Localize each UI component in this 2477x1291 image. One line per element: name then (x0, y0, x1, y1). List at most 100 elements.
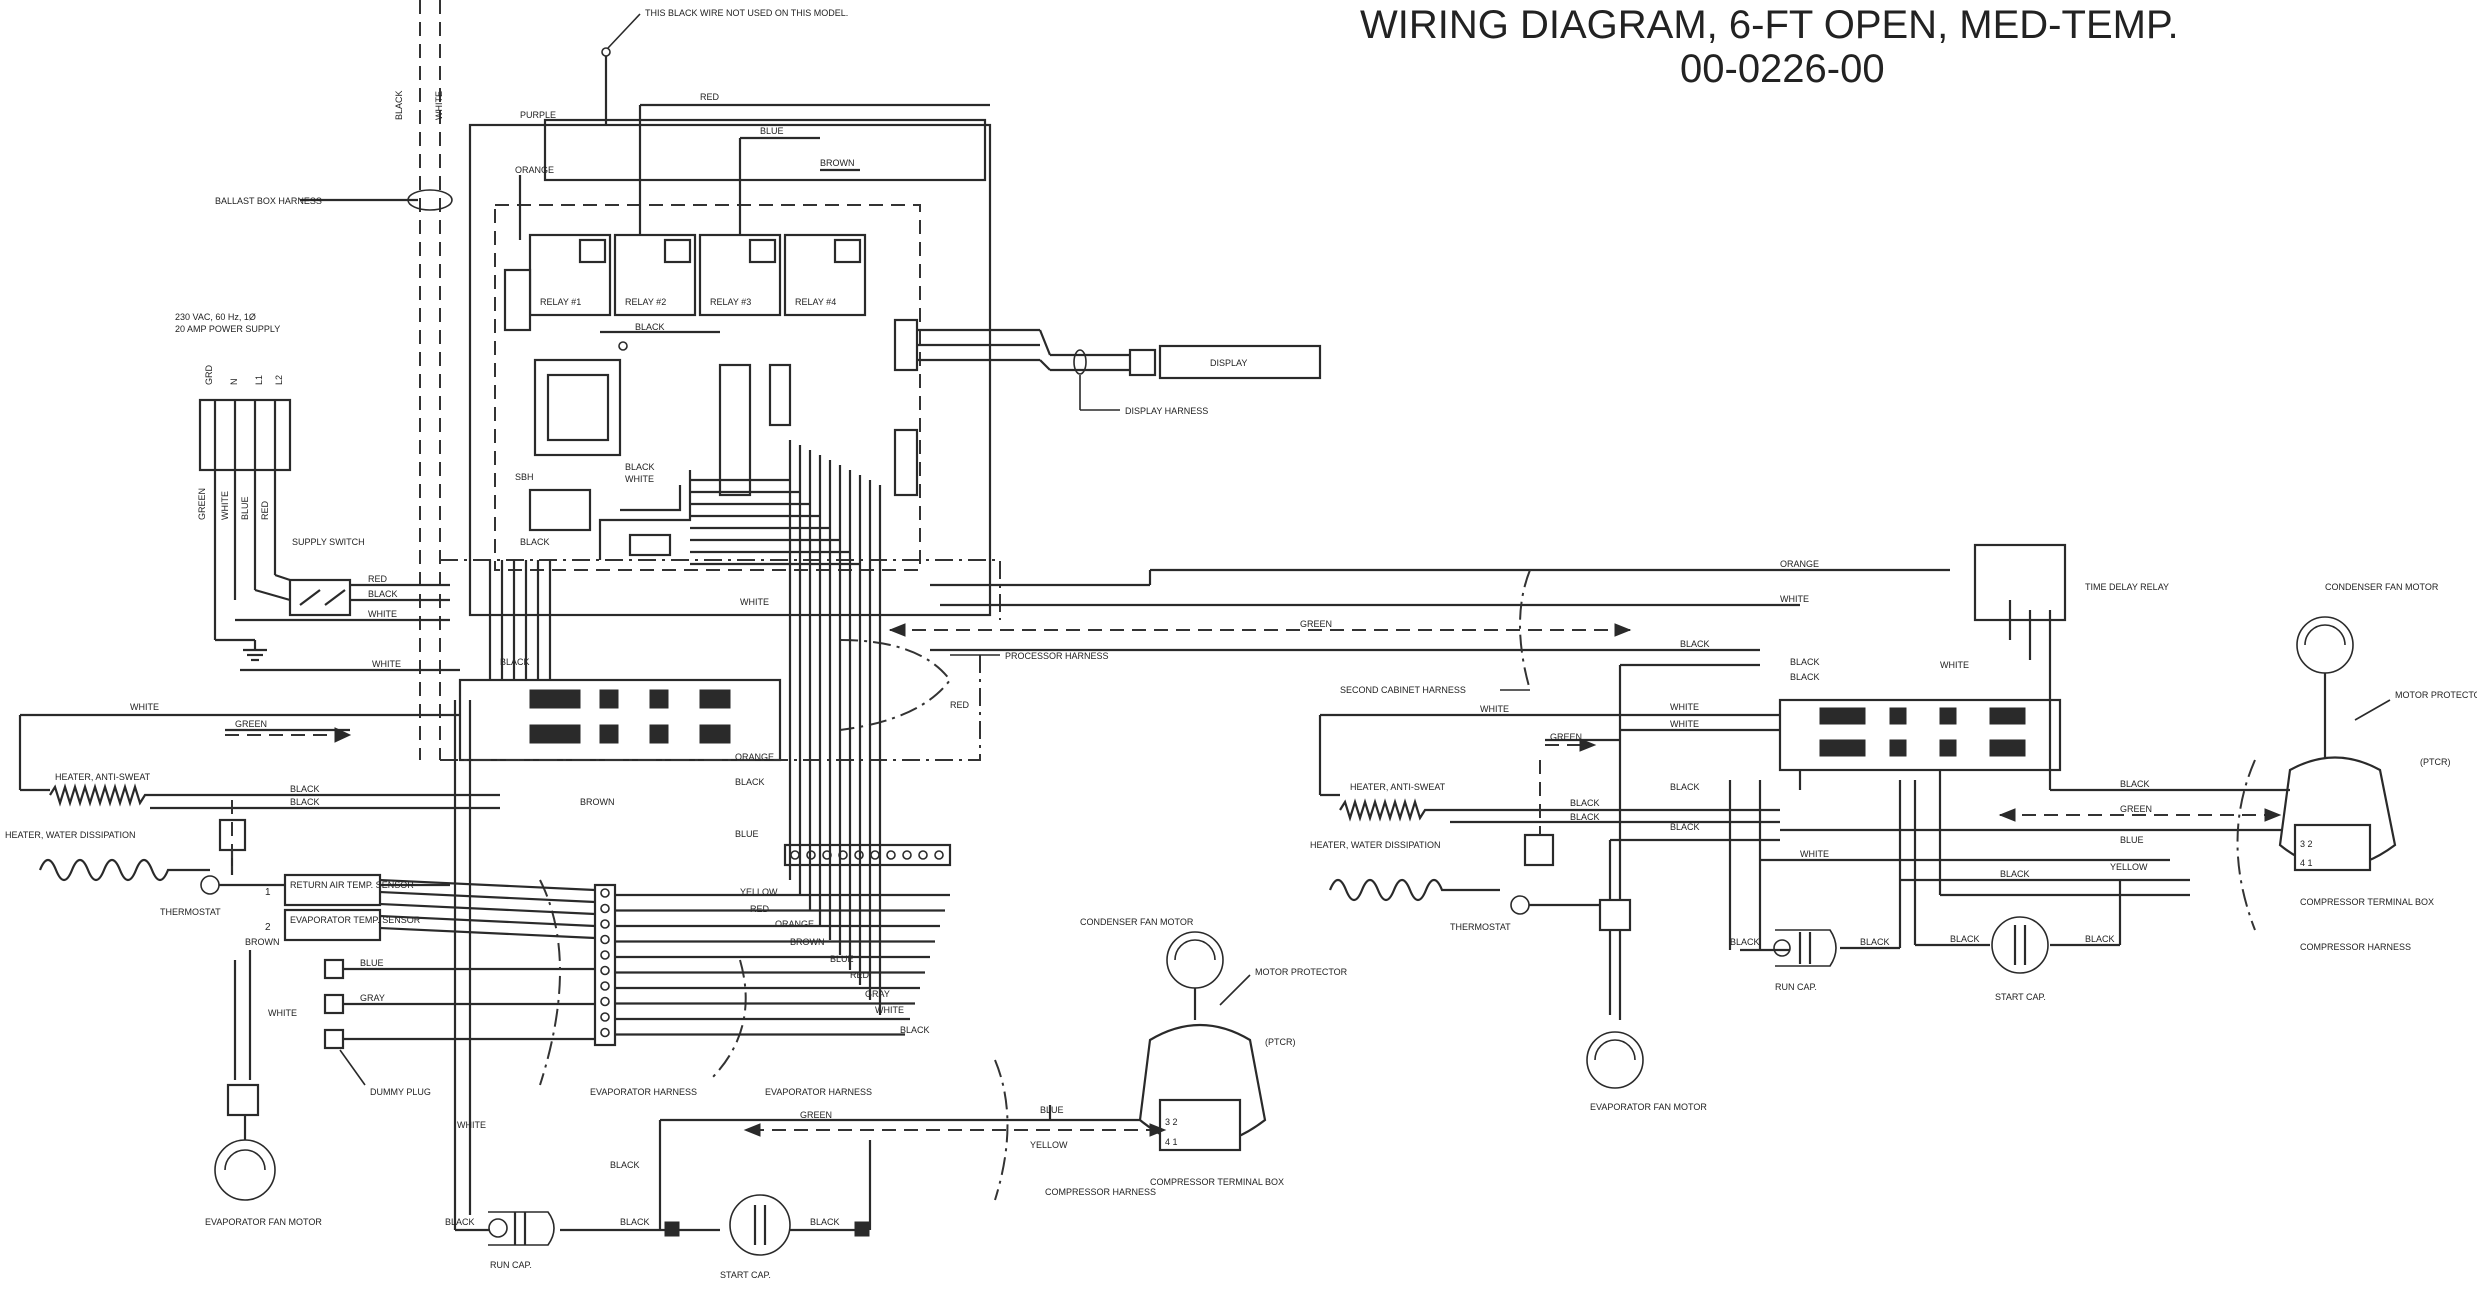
wire-label-black-15: BLACK (1680, 639, 1710, 649)
second-cabinet-harness-label: SECOND CABINET HARNESS (1340, 685, 1466, 695)
wire-label-orange-2: ORANGE (775, 919, 814, 929)
display-box (1158, 344, 1322, 380)
wire-label-orange-3: ORANGE (735, 752, 774, 762)
wire-label-green-3: GREEN (800, 1110, 832, 1120)
wire-label-black-3: BLACK (520, 537, 550, 547)
power-supply-line2: 20 AMP POWER SUPPLY (175, 324, 280, 334)
wire-label-white-4: WHITE (368, 609, 397, 619)
power-supply-line1: 230 VAC, 60 Hz, 1Ø (175, 312, 256, 322)
wire-label-yellow-3: YELLOW (2110, 862, 2148, 872)
svg-text:4 1: 4 1 (2300, 858, 2313, 868)
wire-label-blue-7: BLUE (2120, 835, 2144, 845)
sensor-num-2: 2 (265, 922, 271, 933)
wire-label-black-21: BLACK (1670, 822, 1700, 832)
terminal-grd: GRD (204, 365, 214, 386)
condenser-fan-motor-label-left: CONDENSER FAN MOTOR (1080, 917, 1194, 927)
evaporator-sensor-label: EVAPORATOR TEMP. SENSOR (290, 915, 421, 925)
terminal-strip-left (593, 883, 617, 1047)
wire-label-yellow-2: YELLOW (1030, 1140, 1068, 1150)
wire-label-white-11: WHITE (1780, 594, 1809, 604)
wire-label-black-27: BLACK (2120, 779, 2150, 789)
wire-label-red-2: RED (260, 500, 270, 520)
controller-board (494, 204, 921, 571)
wire-label-green-2: GREEN (235, 719, 267, 729)
wire-label-green-4: GREEN (1300, 619, 1332, 629)
sensor-num-1: 1 (265, 887, 271, 898)
evaporator-harness-label-2: EVAPORATOR HARNESS (765, 1087, 872, 1097)
display-label: DISPLAY (1210, 358, 1247, 368)
evaporator-fan-motor-label-right: EVAPORATOR FAN MOTOR (1590, 1102, 1707, 1112)
black-wire-note: THIS BLACK WIRE NOT USED ON THIS MODEL. (645, 8, 848, 18)
wire-label-white-14: WHITE (1670, 702, 1699, 712)
compressor-terminal-box-label-left: COMPRESSOR TERMINAL BOX (1150, 1177, 1284, 1187)
sbh-label: SBH (515, 472, 534, 482)
evaporator-fan-motor-right (1586, 1031, 1644, 1089)
wire-label-black-25: BLACK (1950, 934, 1980, 944)
start-cap-right-label: START CAP. (1995, 992, 2046, 1002)
wire-label-blue-6: BLUE (1040, 1105, 1064, 1115)
wire-label-blue: BLUE (760, 126, 784, 136)
wire-label-brown-4: BROWN (580, 797, 615, 807)
wire-label-blue-5: BLUE (735, 829, 759, 839)
heater-anti-sweat-right: HEATER, ANTI-SWEAT (1350, 782, 1446, 792)
wire-label-black-7: BLACK (290, 797, 320, 807)
supply-switch-label: SUPPLY SWITCH (292, 537, 365, 547)
supply-switch (288, 578, 352, 617)
wire-label-red-3: RED (368, 574, 388, 584)
heater-water-left: HEATER, WATER DISSIPATION (5, 830, 136, 840)
wire-label-black-23: BLACK (1730, 937, 1760, 947)
wire-label-white-16: WHITE (1800, 849, 1829, 859)
wire-label-green: GREEN (197, 488, 207, 520)
display-harness-label: DISPLAY HARNESS (1125, 406, 1208, 416)
wire-label-white-6: WHITE (372, 659, 401, 669)
wire-label-white-8: WHITE (875, 1005, 904, 1015)
wire-label-black-12: BLACK (620, 1217, 650, 1227)
wire-label-blue-2: BLUE (240, 496, 250, 520)
wire-label-black-26: BLACK (2085, 934, 2115, 944)
wire-label-green-6: GREEN (2120, 804, 2152, 814)
run-cap-left: RUN CAP. (490, 1260, 532, 1270)
relay-3: RELAY #3 (710, 297, 751, 307)
wire-label-black-2: BLACK (635, 322, 665, 332)
condenser-fan-motor-label-right: CONDENSER FAN MOTOR (2325, 582, 2439, 592)
terminal-n: N (229, 379, 239, 386)
evaporator-fan-motor-label-left: EVAPORATOR FAN MOTOR (205, 1217, 322, 1227)
wire-label-brown-2: BROWN (245, 937, 280, 947)
wire-label-white-9: WHITE (740, 597, 769, 607)
svg-text:4 1: 4 1 (1165, 1137, 1178, 1147)
wire-label-red-6: RED (950, 700, 970, 710)
processor-harness-label: PROCESSOR HARNESS (1005, 651, 1109, 661)
evaporator-sensor (283, 908, 382, 942)
wire-label-blue-4: BLUE (830, 954, 854, 964)
wire-label-white-10: WHITE (457, 1120, 486, 1130)
wire-label-white-2: WHITE (625, 474, 654, 484)
terminal-strip-top (783, 843, 952, 867)
start-cap-left (729, 1194, 791, 1256)
relay-1: RELAY #1 (540, 297, 581, 307)
svg-text:3 2: 3 2 (1165, 1117, 1178, 1127)
evaporator-fan-motor-left (214, 1139, 276, 1201)
run-cap-right: RUN CAP. (1775, 982, 1817, 992)
ballast-box-harness-label: BALLAST BOX HARNESS (215, 196, 322, 206)
motor-protector-right: MOTOR PROTECTOR (2395, 690, 2477, 700)
compressor-terminal-box-label-right: COMPRESSOR TERMINAL BOX (2300, 897, 2434, 907)
compressor-harness-label-left: COMPRESSOR HARNESS (1045, 1187, 1156, 1197)
wire-label-black-19: BLACK (1570, 812, 1600, 822)
wire-label-black-20: BLACK (1670, 782, 1700, 792)
wire-label-black: BLACK (394, 90, 404, 120)
wire-label-purple: PURPLE (520, 110, 556, 120)
processor-connector-block (458, 678, 782, 762)
wire-label-black-9: BLACK (735, 777, 765, 787)
wire-label-white-7: WHITE (268, 1008, 297, 1018)
wire-label-black-6: BLACK (290, 784, 320, 794)
thermostat-right: THERMOSTAT (1450, 922, 1511, 932)
svg-text:3 2: 3 2 (2300, 839, 2313, 849)
wire-label-black-14: BLACK (810, 1217, 840, 1227)
wire-label-black-16: BLACK (1790, 657, 1820, 667)
wire-label-gray: GRAY (360, 993, 385, 1003)
thermostat-left: THERMOSTAT (160, 907, 221, 917)
heater-anti-sweat-left: HEATER, ANTI-SWEAT (55, 772, 151, 782)
power-terminal-block (198, 398, 292, 472)
wire-label-black-8: BLACK (900, 1025, 930, 1035)
